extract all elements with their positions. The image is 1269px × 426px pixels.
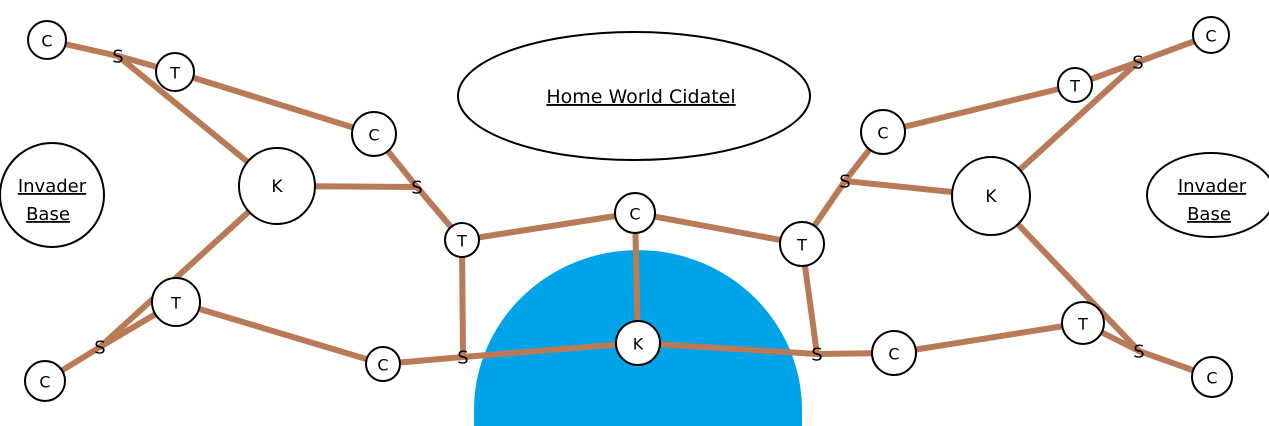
node-t_ml-circle <box>444 222 480 258</box>
node-c_bl-circle <box>24 360 66 402</box>
node-k_r-circle <box>951 156 1031 236</box>
node-t_mr-circle <box>779 221 825 267</box>
right-invader-base-line2: Base <box>1187 204 1231 225</box>
left-invader-base-circle <box>0 142 105 248</box>
node-c_ml-label: C <box>368 126 379 145</box>
node-t_tr-label: T <box>1069 77 1080 96</box>
node-c_tr-circle <box>1192 16 1230 54</box>
node-s_bmr-label: S <box>811 345 822 366</box>
node-t_ml-label: T <box>456 232 467 251</box>
node-c_mr-label: C <box>877 124 888 143</box>
node-t_mr-label: T <box>796 236 807 255</box>
road-t_ml-c_top <box>459 210 638 243</box>
citadel-label: Home World Cidatel <box>546 86 735 108</box>
node-k_c-circle <box>615 320 661 366</box>
node-s_bml-label: S <box>457 348 468 369</box>
node-c_top-label: C <box>629 205 640 224</box>
node-c_bml-label: C <box>377 356 388 375</box>
node-c_tl-label: C <box>41 32 52 51</box>
node-k_l-circle <box>238 147 316 225</box>
left-invader-base-line2: Base <box>26 204 70 225</box>
node-c_mr-circle <box>860 109 906 155</box>
node-k_c-label: K <box>633 335 644 354</box>
node-s_br-label: S <box>1133 342 1144 363</box>
node-c_br-label: C <box>1206 369 1217 388</box>
node-t_br-label: T <box>1077 315 1088 334</box>
node-c_bmr-label: C <box>888 345 899 364</box>
node-c_tr-label: C <box>1205 27 1216 46</box>
road-c_top-t_mr <box>632 210 805 247</box>
node-c_tl-circle <box>27 20 67 60</box>
node-c_bl-label: C <box>39 373 50 392</box>
node-c_br-circle <box>1191 356 1233 398</box>
node-c_bml-circle <box>365 346 401 382</box>
node-k_r-label: K <box>985 187 997 207</box>
node-t_bl-circle <box>151 277 201 327</box>
node-k_l-label: K <box>271 177 283 197</box>
right-invader-base-ellipse <box>1146 152 1269 238</box>
node-t_tr-circle <box>1057 67 1093 103</box>
road-c_mr-t_tr <box>880 82 1078 135</box>
node-t_tl-label: T <box>169 64 180 83</box>
road-k_l-s_bl <box>97 183 280 350</box>
node-c_bmr-circle <box>871 330 917 376</box>
road-c_bmr-t_br <box>891 320 1086 356</box>
citadel-ellipse <box>457 31 811 161</box>
node-t_bl-label: T <box>170 294 181 313</box>
node-s_tl-label: S <box>112 47 123 68</box>
road-k_c-s_bmr <box>635 340 820 357</box>
node-s_bl-label: S <box>94 338 105 359</box>
right-invader-base-line1: Invader <box>1178 176 1247 197</box>
road-t_tl-c_ml <box>172 69 377 137</box>
node-c_top-circle <box>614 192 656 234</box>
node-s_tr-label: S <box>1132 53 1143 74</box>
node-s_ml-label: S <box>411 178 422 199</box>
node-s_mr-label: S <box>839 172 850 193</box>
road-t_bl-c_bml <box>173 299 386 367</box>
left-invader-base-line1: Invader <box>18 176 87 197</box>
node-c_ml-circle <box>351 111 397 157</box>
node-t_tl-circle <box>155 52 195 92</box>
road-s_bml-k_c <box>460 340 641 360</box>
node-t_br-circle <box>1061 301 1105 345</box>
road-t_ml-s_bml <box>459 237 466 360</box>
